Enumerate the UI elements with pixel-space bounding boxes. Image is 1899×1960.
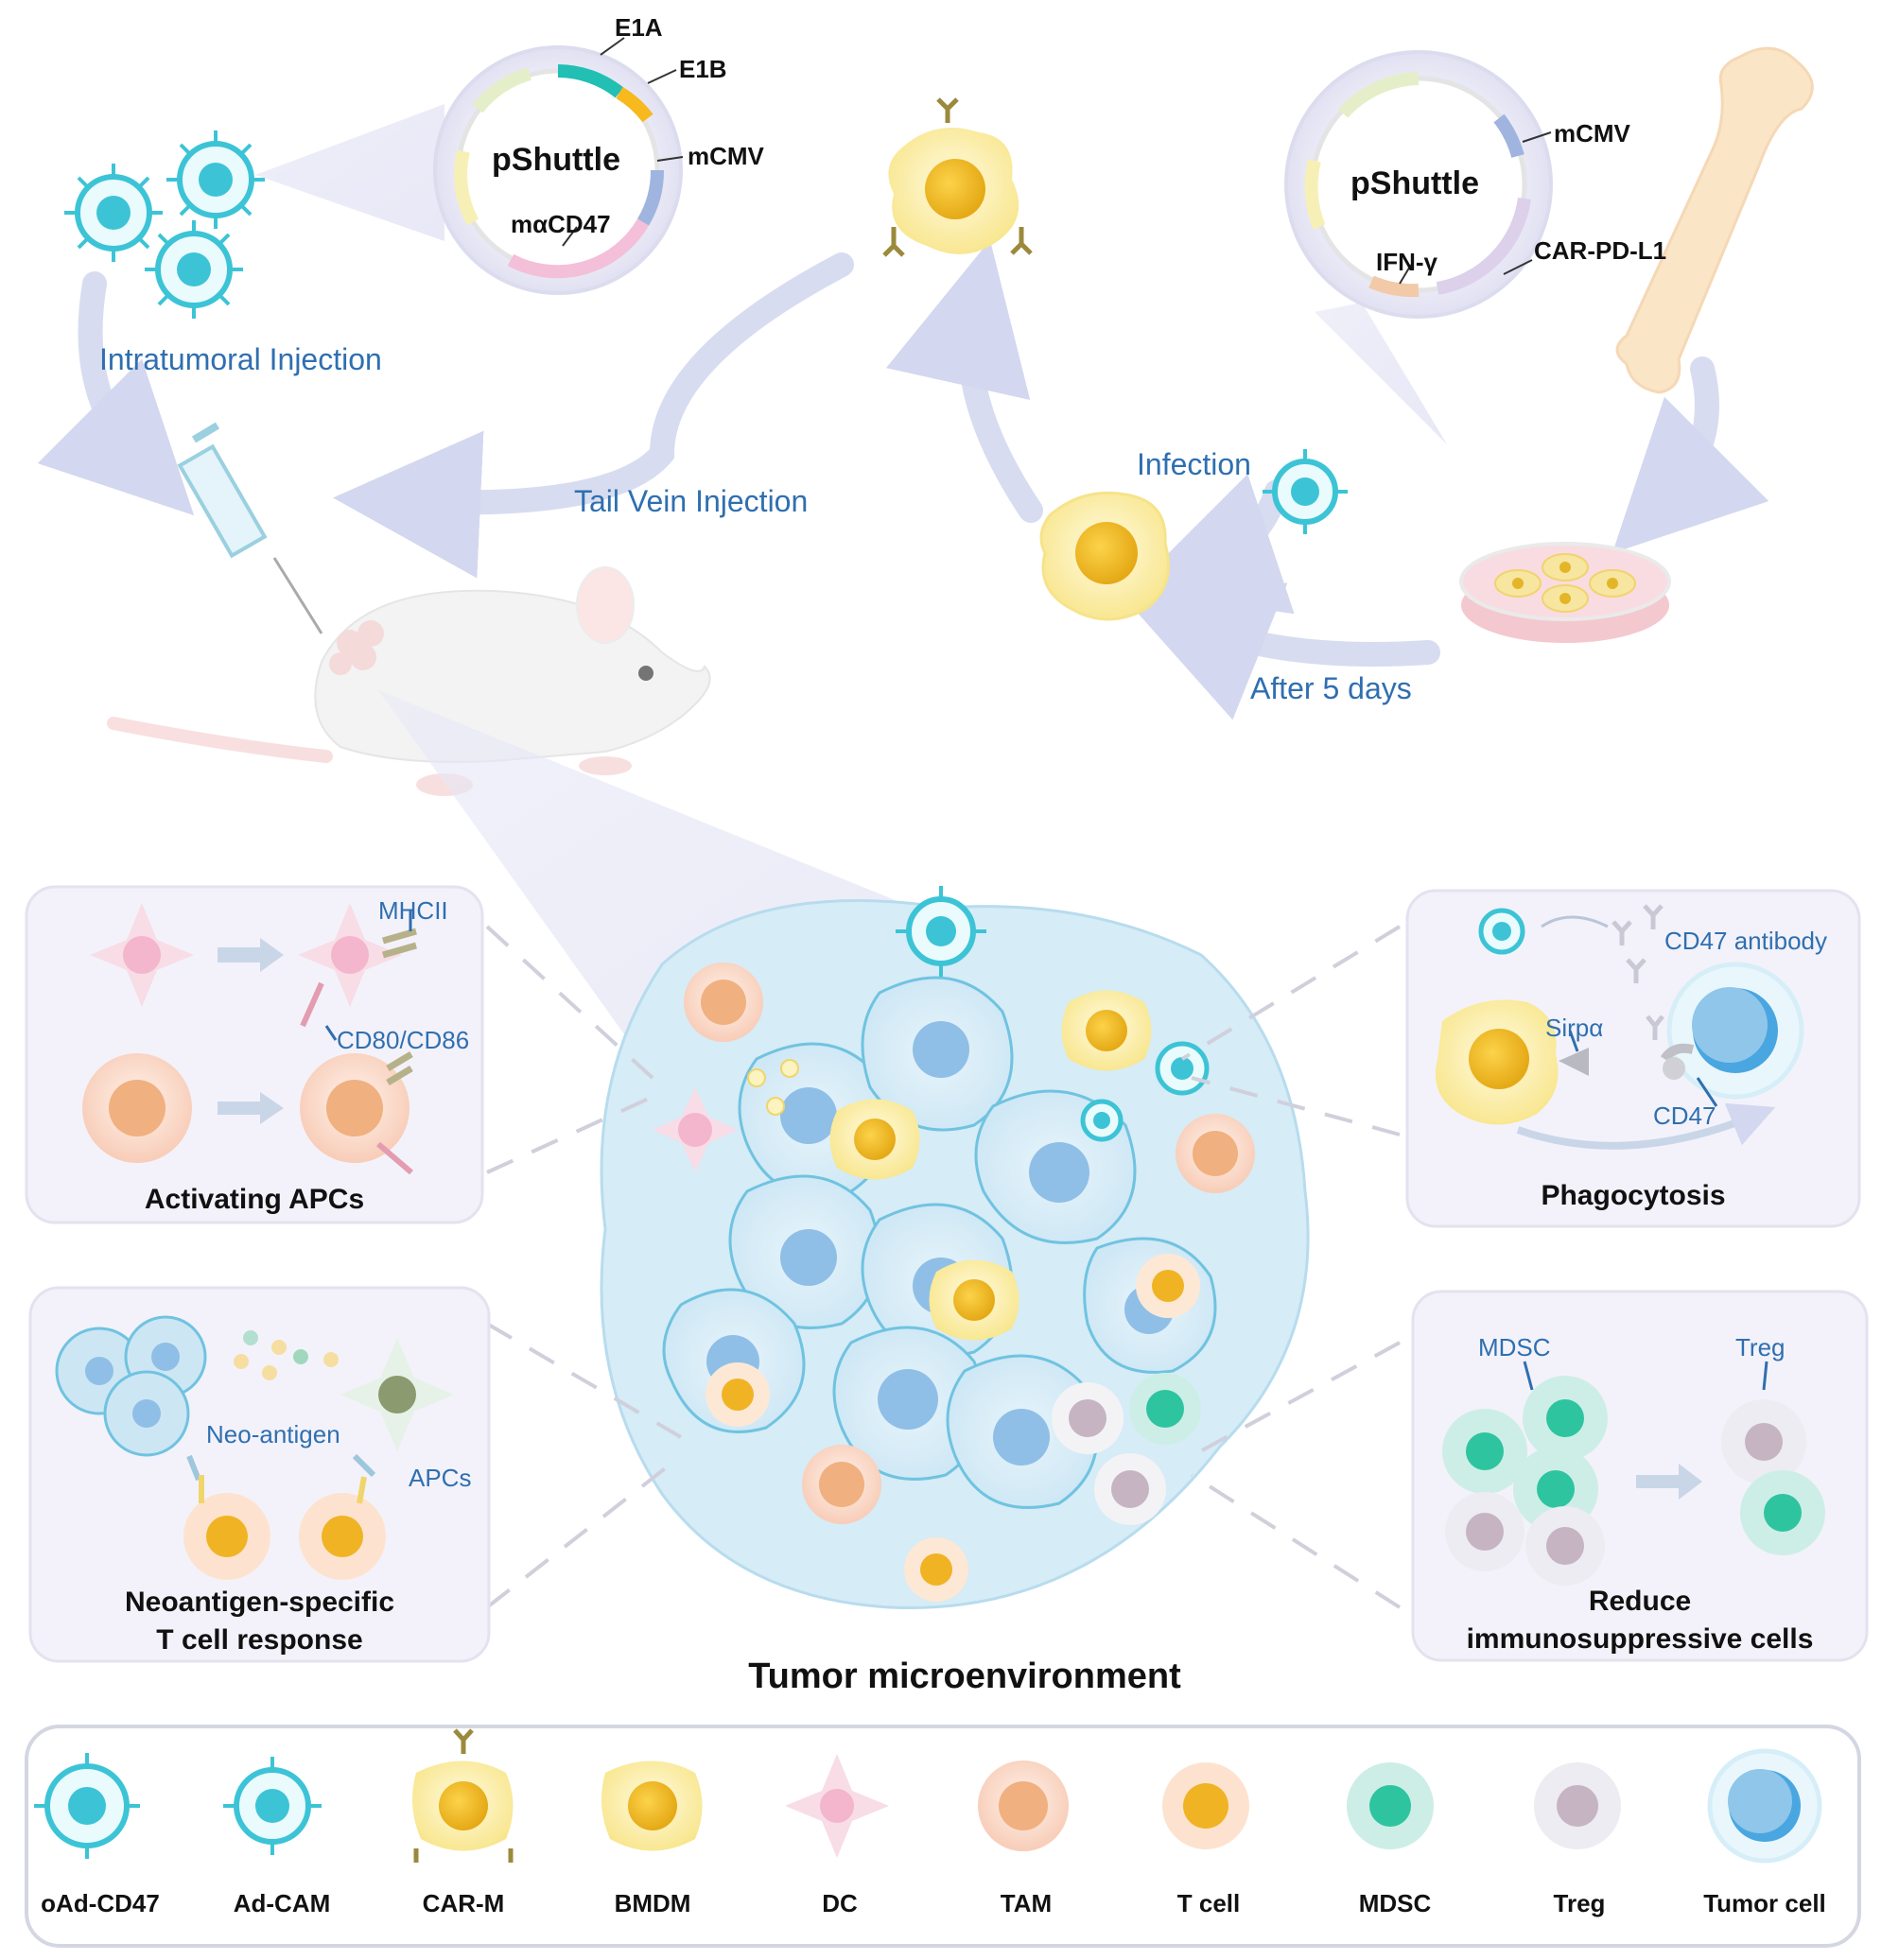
legend-box — [25, 1725, 1861, 1948]
bmdm-cell-top — [1039, 491, 1170, 621]
panel-title-activating-apcs: Activating APCs — [144, 1184, 365, 1215]
label-mcmv-1: mCMV — [688, 142, 764, 170]
label-intratumoral-injection: Intratumoral Injection — [99, 342, 382, 376]
legend-icon-tam — [978, 1761, 1069, 1851]
label-sirpa: Sirpα — [1545, 1014, 1604, 1042]
legend-icon-oad — [34, 1753, 140, 1859]
legend-label-mdsc: MDSC — [1358, 1889, 1432, 1917]
mouse — [107, 566, 711, 796]
legend-icon-dc — [785, 1754, 889, 1858]
legend-label-treg: Treg — [1553, 1889, 1606, 1917]
plasmid1-title: pShuttle — [492, 142, 620, 178]
label-cd80-cd86: CD80/CD86 — [337, 1026, 470, 1054]
plasmid2-title: pShuttle — [1350, 165, 1479, 201]
label-macd47: mαCD47 — [511, 210, 611, 238]
panel-reduce — [1411, 1290, 1869, 1662]
legend-label-oad-cd47: oAd-CD47 — [41, 1889, 160, 1917]
syringe — [177, 422, 323, 634]
legend-icon-tumor — [1707, 1748, 1822, 1864]
legend-label-tam: TAM — [1000, 1889, 1053, 1917]
label-tail-vein-injection: Tail Vein Injection — [574, 484, 809, 518]
legend-label-car-m: CAR-M — [422, 1889, 505, 1917]
label-mdsc: MDSC — [1478, 1333, 1551, 1362]
label-car-pd-l1: CAR-PD-L1 — [1534, 236, 1667, 265]
bone — [1615, 46, 1814, 394]
legend-label-t-cell: T cell — [1176, 1889, 1241, 1917]
tumor-mass — [600, 899, 1310, 1610]
petri-dish — [1459, 542, 1671, 643]
panel-title-reduce-2: immunosuppressive cells — [1466, 1623, 1814, 1655]
plasmid-2 — [1284, 50, 1553, 444]
panel-activating-apcs — [25, 885, 484, 1224]
label-infection: Infection — [1137, 447, 1251, 481]
label-cd47-antibody: CD47 antibody — [1664, 927, 1827, 955]
legend-icon-adcam — [223, 1757, 322, 1855]
legend-label-tumor-cell: Tumor cell — [1703, 1889, 1826, 1917]
plasmid-1 — [255, 37, 684, 295]
legend-label-ad-cam: Ad-CAM — [233, 1889, 331, 1917]
label-ifn-gamma: IFN-γ — [1376, 248, 1437, 276]
label-after-5-days: After 5 days — [1250, 671, 1412, 705]
tme-cells — [653, 886, 1255, 1602]
panel-title-phagocytosis: Phagocytosis — [1541, 1180, 1726, 1211]
legend-icon-mdsc — [1347, 1762, 1434, 1849]
panel-title-neoantigen-2: T cell response — [156, 1624, 363, 1656]
panel-phagocytosis — [1405, 889, 1861, 1228]
label-neo-antigen: Neo-antigen — [206, 1420, 340, 1448]
label-mhcii: MHCII — [378, 896, 448, 925]
label-mcmv-2: mCMV — [1554, 119, 1630, 147]
legend-icon-treg — [1534, 1762, 1621, 1849]
panel-title-reduce-1: Reduce — [1588, 1586, 1692, 1617]
legend-label-dc: DC — [822, 1889, 858, 1917]
car-m-cell-top — [882, 97, 1033, 257]
panel-neoantigen — [28, 1286, 491, 1663]
legend-icon-tcell — [1162, 1762, 1249, 1849]
legend-icon-bmdm — [601, 1761, 703, 1851]
center-title: Tumor microenvironment — [748, 1656, 1181, 1696]
label-e1b: E1B — [679, 55, 727, 83]
virus-cluster-1 — [64, 130, 265, 319]
legend-label-bmdm: BMDM — [614, 1889, 691, 1917]
infection-virus — [1263, 449, 1348, 534]
label-apcs: APCs — [409, 1464, 472, 1492]
label-cd47: CD47 — [1653, 1101, 1716, 1130]
label-treg: Treg — [1735, 1333, 1786, 1362]
flow-arrows — [37, 239, 1769, 720]
dashed-connectors — [485, 925, 1402, 1609]
label-e1a: E1A — [615, 13, 663, 42]
legend-icon-carm — [412, 1728, 514, 1863]
panel-title-neoantigen-1: Neoantigen-specific — [124, 1587, 395, 1618]
